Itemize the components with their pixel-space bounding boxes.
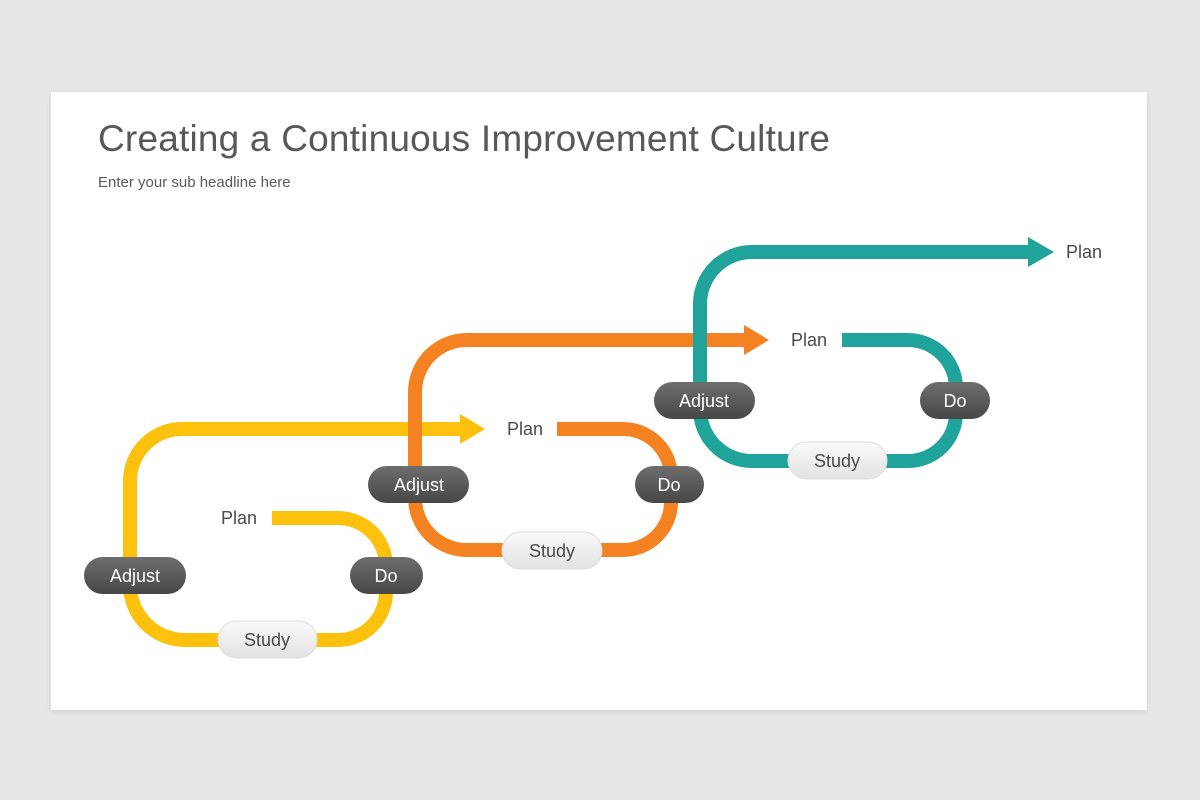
cycle-2-do-label: Do (657, 475, 680, 495)
cycle-2-adjust-label: Adjust (394, 475, 444, 495)
cycle-1-adjust-label: Adjust (110, 566, 160, 586)
cycle-2-plan-label: Plan (507, 419, 543, 439)
cycle-1-study-label: Study (244, 630, 290, 650)
cycle-1-arrow-head (460, 414, 485, 444)
cycle-2-do-pill (635, 466, 704, 503)
cycle-1-plan-label: Plan (221, 508, 257, 528)
cycle-1-do-label: Do (374, 566, 397, 586)
page-title: Creating a Continuous Improvement Cultur… (98, 118, 831, 159)
cycle-1-do-pill (350, 557, 423, 594)
cycle-3-arrow-head (1028, 237, 1054, 267)
cycle-2-study-label: Study (529, 541, 575, 561)
cycle-3-plan-label: Plan (791, 330, 827, 350)
cycle-2-adjust-pill (368, 466, 469, 503)
cycle-3-study-pill (787, 441, 888, 480)
final-plan-label: Plan (1066, 242, 1102, 262)
cycle-3-do-label: Do (943, 391, 966, 411)
cycle-2-arrow-head (744, 325, 769, 355)
cycle-2: Plan Adjust Do Study (368, 325, 769, 570)
cycle-3-do-pill (920, 382, 990, 419)
cycle-3-study-label: Study (814, 451, 860, 471)
cycle-2-study-pill (501, 531, 603, 570)
cycle-3: Plan Adjust Do Study (654, 237, 1054, 480)
cycle-3-adjust-pill (654, 382, 755, 419)
cycle-3-adjust-label: Adjust (679, 391, 729, 411)
cycle-3-loop (693, 245, 1030, 468)
page-subtitle: Enter your sub headline here (98, 174, 291, 191)
cycle-1-study-pill (217, 620, 318, 659)
cycle-1: Plan Adjust Do Study (84, 414, 485, 659)
cycle-1-adjust-pill (84, 557, 186, 594)
